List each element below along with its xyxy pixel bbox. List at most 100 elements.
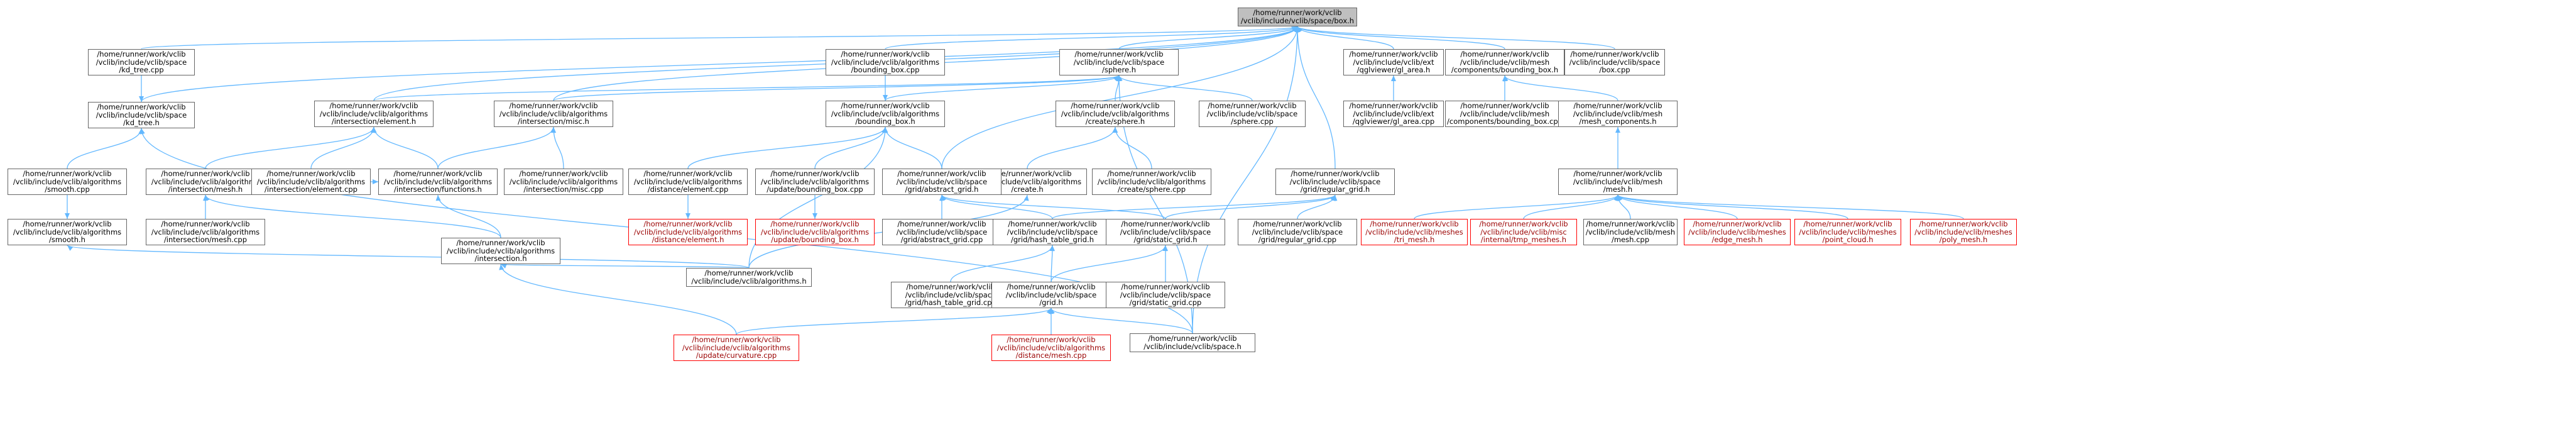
node-create-sphere-h[interactable]: /home/runner/work/vclib /vclib/include/v…	[1056, 101, 1175, 127]
edge-arrowhead	[1618, 195, 1623, 201]
node-isect-elem-cpp[interactable]: /home/runner/work/vclib /vclib/include/v…	[251, 169, 371, 195]
node-label: /home/runner/work/vclib /vclib/include/v…	[1688, 219, 1786, 245]
edge-arrowhead	[204, 195, 210, 201]
node-mesh-cpp[interactable]: /home/runner/work/vclib /vclib/include/v…	[1583, 219, 1678, 245]
node-bbox-cpp[interactable]: /home/runner/work/vclib /vclib/include/v…	[826, 49, 945, 75]
edge-arrowhead	[501, 264, 507, 269]
edge-box-h-to-kdtree-h	[141, 26, 1298, 103]
node-grid-static-h[interactable]: /home/runner/work/vclib /vclib/include/v…	[1106, 219, 1225, 245]
edge-arrowhead	[1023, 195, 1029, 201]
edge-arrowhead	[1331, 195, 1336, 201]
node-space-h[interactable]: /home/runner/work/vclib /vclib/include/v…	[1130, 333, 1255, 352]
node-grid-hash-h[interactable]: /home/runner/work/vclib /vclib/include/v…	[993, 219, 1112, 245]
node-label: /home/runner/work/vclib /vclib/include/v…	[905, 282, 996, 308]
node-label: /home/runner/work/vclib /vclib/include/v…	[896, 219, 988, 245]
edge-isect-elem-h-to-isect-mesh-h	[205, 126, 374, 169]
node-label: /home/runner/work/vclib /vclib/include/v…	[691, 269, 807, 286]
node-upd-curv-cpp[interactable]: /home/runner/work/vclib /vclib/include/v…	[674, 335, 799, 361]
node-kdtree-h[interactable]: /home/runner/work/vclib /vclib/include/v…	[88, 102, 195, 128]
edge-box-h-to-bbox-cpp	[885, 26, 1298, 50]
node-poly-mesh-h[interactable]: /home/runner/work/vclib /vclib/include/v…	[1910, 219, 2017, 245]
edge-arrowhead	[1615, 127, 1620, 133]
node-isect-misc-h[interactable]: /home/runner/work/vclib /vclib/include/v…	[494, 101, 613, 127]
edge-arrowhead	[139, 128, 145, 135]
node-box-h: /home/runner/work/vclib /vclib/include/v…	[1238, 8, 1357, 26]
node-label: /home/runner/work/vclib /vclib/include/v…	[1120, 219, 1211, 245]
edge-isect-mesh-h-to-isect-h	[205, 194, 501, 238]
node-bbox-h[interactable]: /home/runner/work/vclib /vclib/include/v…	[826, 101, 945, 127]
node-smooth-cpp[interactable]: /home/runner/work/vclib /vclib/include/v…	[8, 169, 127, 195]
edge-arrowhead	[435, 195, 441, 201]
node-label: /home/runner/work/vclib /vclib/include/v…	[1206, 101, 1298, 126]
node-create-sphere-cpp[interactable]: /home/runner/work/vclib /vclib/include/v…	[1092, 169, 1211, 195]
edge-bbox-h-to-upd-bbox-cpp	[814, 126, 886, 169]
node-comp-bbox-h[interactable]: /home/runner/work/vclib /vclib/include/v…	[1445, 49, 1564, 75]
node-label: /home/runner/work/vclib /vclib/include/v…	[13, 219, 122, 245]
node-mesh-comp-h[interactable]: /home/runner/work/vclib /vclib/include/v…	[1558, 101, 1678, 127]
node-tri-mesh-h[interactable]: /home/runner/work/vclib /vclib/include/v…	[1361, 219, 1468, 245]
node-label: /home/runner/work/vclib /vclib/include/v…	[446, 238, 555, 264]
node-dist-elem-h[interactable]: /home/runner/work/vclib /vclib/include/v…	[628, 219, 748, 245]
node-isect-mesh-h[interactable]: /home/runner/work/vclib /vclib/include/v…	[146, 169, 265, 195]
edge-arrowhead	[499, 264, 505, 270]
edge-sphere-h-to-isect-misc-h	[553, 75, 1120, 101]
node-isect-funcs-h[interactable]: /home/runner/work/vclib /vclib/include/v…	[378, 169, 498, 195]
node-grid-abs-cpp[interactable]: /home/runner/work/vclib /vclib/include/v…	[882, 219, 1001, 245]
node-comp-bbox-cpp[interactable]: /home/runner/work/vclib /vclib/include/v…	[1445, 101, 1564, 127]
node-isect-elem-h[interactable]: /home/runner/work/vclib /vclib/include/v…	[314, 101, 434, 127]
node-point-cloud-h[interactable]: /home/runner/work/vclib /vclib/include/v…	[1794, 219, 1901, 245]
node-isect-misc-cpp[interactable]: /home/runner/work/vclib /vclib/include/v…	[504, 169, 623, 195]
node-label: /home/runner/work/vclib /vclib/include/v…	[1097, 169, 1206, 194]
node-label: /home/runner/work/vclib /vclib/include/v…	[1349, 101, 1438, 126]
edge-arrowhead	[941, 195, 946, 201]
node-box-cpp[interactable]: /home/runner/work/vclib /vclib/include/v…	[1564, 49, 1665, 75]
node-kdtree-cpp[interactable]: /home/runner/work/vclib /vclib/include/v…	[88, 49, 195, 75]
node-grid-hash-cpp[interactable]: /home/runner/work/vclib /vclib/include/v…	[891, 282, 1010, 308]
node-label: /home/runner/work/vclib /vclib/include/v…	[633, 169, 743, 194]
edge-isect-elem-h-to-isect-funcs-h	[373, 126, 439, 169]
node-isect-mesh-cpp[interactable]: /home/runner/work/vclib /vclib/include/v…	[146, 219, 265, 245]
node-gl-area-cpp[interactable]: /home/runner/work/vclib /vclib/include/v…	[1343, 101, 1444, 127]
node-tmp-meshes-h[interactable]: /home/runner/work/vclib /vclib/include/v…	[1470, 219, 1577, 245]
node-label: /home/runner/work/vclib /vclib/include/v…	[319, 101, 428, 126]
node-label: /home/runner/work/vclib /vclib/include/v…	[1365, 219, 1463, 245]
node-label: /home/runner/work/vclib /vclib/include/v…	[256, 169, 366, 194]
node-gl-area-h[interactable]: /home/runner/work/vclib /vclib/include/v…	[1343, 49, 1444, 75]
node-dist-mesh-cpp[interactable]: /home/runner/work/vclib /vclib/include/v…	[991, 335, 1111, 361]
edge-arrowhead	[139, 96, 144, 102]
node-upd-bbox-cpp[interactable]: /home/runner/work/vclib /vclib/include/v…	[755, 169, 875, 195]
node-algorithms-h[interactable]: /home/runner/work/vclib /vclib/include/v…	[686, 268, 812, 287]
node-label: /home/runner/work/vclib /vclib/include/v…	[682, 335, 791, 360]
edge-arrowhead	[1297, 26, 1302, 33]
node-grid-abs-h[interactable]: /home/runner/work/vclib /vclib/include/v…	[882, 169, 1001, 195]
edge-grid-reg-h-to-grid-static-h	[1165, 194, 1336, 219]
node-label: /home/runner/work/vclib /vclib/include/v…	[1252, 219, 1343, 245]
node-isect-h[interactable]: /home/runner/work/vclib /vclib/include/v…	[441, 238, 560, 264]
node-mesh-h[interactable]: /home/runner/work/vclib /vclib/include/v…	[1558, 169, 1678, 195]
node-sphere-h[interactable]: /home/runner/work/vclib /vclib/include/v…	[1059, 49, 1179, 75]
node-label: /home/runner/work/vclib /vclib/include/v…	[151, 219, 260, 245]
edge-grid-abs-h-to-grid-static-h	[941, 194, 1166, 219]
node-edge-mesh-h[interactable]: /home/runner/work/vclib /vclib/include/v…	[1684, 219, 1791, 245]
edge-arrowhead	[685, 213, 690, 219]
edge-arrowhead	[812, 213, 817, 219]
edge-arrowhead	[882, 127, 888, 133]
node-label: /home/runner/work/vclib /vclib/include/v…	[996, 335, 1106, 360]
node-grid-h[interactable]: /home/runner/work/vclib /vclib/include/v…	[991, 282, 1111, 308]
node-label: /home/runner/work/vclib /vclib/include/v…	[96, 49, 187, 75]
edge-arrowhead	[883, 95, 888, 101]
node-label: /home/runner/work/vclib /vclib/include/v…	[509, 169, 618, 194]
node-label: /home/runner/work/vclib /vclib/include/v…	[151, 169, 260, 194]
node-grid-static-cpp[interactable]: /home/runner/work/vclib /vclib/include/v…	[1106, 282, 1225, 308]
node-smooth-h[interactable]: /home/runner/work/vclib /vclib/include/v…	[8, 219, 127, 245]
node-grid-reg-cpp[interactable]: /home/runner/work/vclib /vclib/include/v…	[1238, 219, 1357, 245]
node-label: /home/runner/work/vclib /vclib/include/v…	[1573, 101, 1663, 126]
node-upd-bbox-h[interactable]: /home/runner/work/vclib /vclib/include/v…	[755, 219, 875, 245]
node-sphere-cpp[interactable]: /home/runner/work/vclib /vclib/include/v…	[1199, 101, 1306, 127]
node-grid-reg-h[interactable]: /home/runner/work/vclib /vclib/include/v…	[1275, 169, 1395, 195]
node-label: /home/runner/work/vclib /vclib/include/v…	[1799, 219, 1897, 245]
node-dist-elem-cpp[interactable]: /home/runner/work/vclib /vclib/include/v…	[628, 169, 748, 195]
node-label: /home/runner/work/vclib /vclib/include/v…	[383, 169, 493, 194]
edge-isect-misc-h-to-isect-misc-cpp	[553, 126, 564, 169]
